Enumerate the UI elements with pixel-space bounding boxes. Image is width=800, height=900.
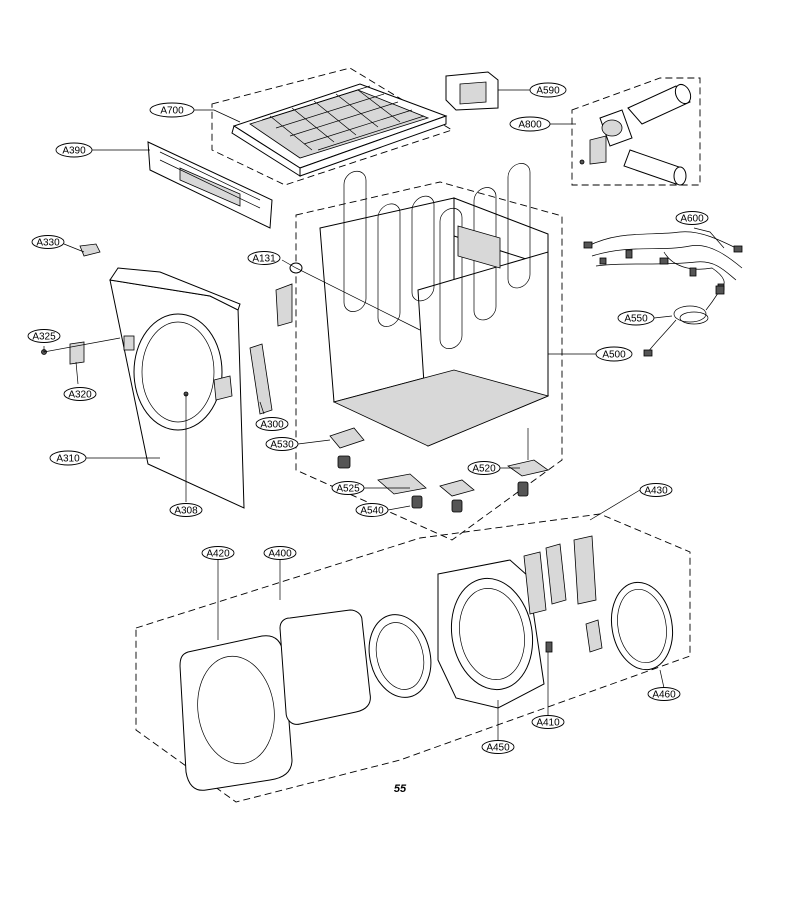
front-panel-part	[109, 267, 245, 509]
filter-housing-part	[445, 71, 499, 111]
callout-a131-label: A131	[252, 254, 276, 265]
callout-a330-label: A330	[36, 238, 60, 249]
callout-a590-label: A590	[536, 86, 560, 97]
callout-a600-label: A600	[680, 214, 704, 225]
cabinet-group-outline	[295, 181, 563, 541]
callout-a550-label: A550	[624, 314, 648, 325]
exhaust-duct-part	[579, 83, 692, 186]
callout-a430-label: A430	[644, 486, 668, 497]
callout-a400: A400	[263, 546, 297, 560]
callout-a308-label: A308	[174, 506, 198, 517]
callout-a325: A325	[27, 329, 61, 343]
callout-a320: A320	[63, 387, 97, 401]
callout-a320-label: A320	[68, 390, 92, 401]
callout-a540-label: A540	[360, 506, 384, 517]
small-parts	[41, 243, 549, 513]
callout-a390-label: A390	[62, 146, 86, 157]
callout-a310-label: A310	[56, 454, 80, 465]
callout-a520: A520	[467, 461, 501, 475]
door-assembly-part	[179, 535, 674, 791]
page-number: 55	[394, 783, 407, 795]
callout-a450: A450	[481, 740, 515, 754]
callout-a550: A550	[617, 310, 655, 326]
callout-a700: A700	[149, 102, 195, 118]
callout-a430: A430	[639, 483, 673, 497]
callout-a700-label: A700	[160, 106, 184, 117]
callout-a800: A800	[509, 116, 551, 132]
callout-a420: A420	[201, 546, 235, 560]
callout-a800-label: A800	[518, 120, 542, 131]
callout-a300: A300	[255, 417, 289, 431]
callout-a500-label: A500	[602, 350, 626, 361]
callout-a460-label: A460	[652, 690, 676, 701]
callout-a410: A410	[531, 715, 565, 729]
cabinet-part	[319, 163, 550, 447]
callout-a525: A525	[331, 481, 365, 495]
wire-harness-part	[583, 231, 743, 291]
top-plate-part	[231, 83, 448, 177]
callout-a390: A390	[55, 142, 93, 158]
callout-a131: A131	[247, 251, 281, 265]
callout-a590: A590	[529, 82, 567, 98]
callout-a600: A600	[675, 211, 709, 225]
callout-a500: A500	[595, 346, 633, 362]
rear-panel-part	[147, 141, 273, 229]
callout-a310: A310	[49, 450, 87, 466]
callout-a325-label: A325	[32, 332, 56, 343]
callout-a330: A330	[31, 235, 65, 249]
callout-a530-label: A530	[270, 440, 294, 451]
callout-a520-label: A520	[472, 464, 496, 475]
callout-a450-label: A450	[486, 743, 510, 754]
callout-a540: A540	[355, 503, 389, 517]
callout-a420-label: A420	[206, 549, 230, 560]
duct-group-outline	[571, 77, 701, 186]
power-cord-part	[643, 285, 725, 357]
door-group-outline	[135, 513, 691, 803]
callout-a460: A460	[647, 687, 681, 701]
callout-a530: A530	[265, 437, 299, 451]
callout-a308: A308	[169, 503, 203, 517]
callout-a400-label: A400	[268, 549, 292, 560]
leader-lines	[43, 89, 725, 740]
callout-a525-label: A525	[336, 484, 360, 495]
callout-a300-label: A300	[260, 420, 284, 431]
callout-a410-label: A410	[536, 718, 560, 729]
